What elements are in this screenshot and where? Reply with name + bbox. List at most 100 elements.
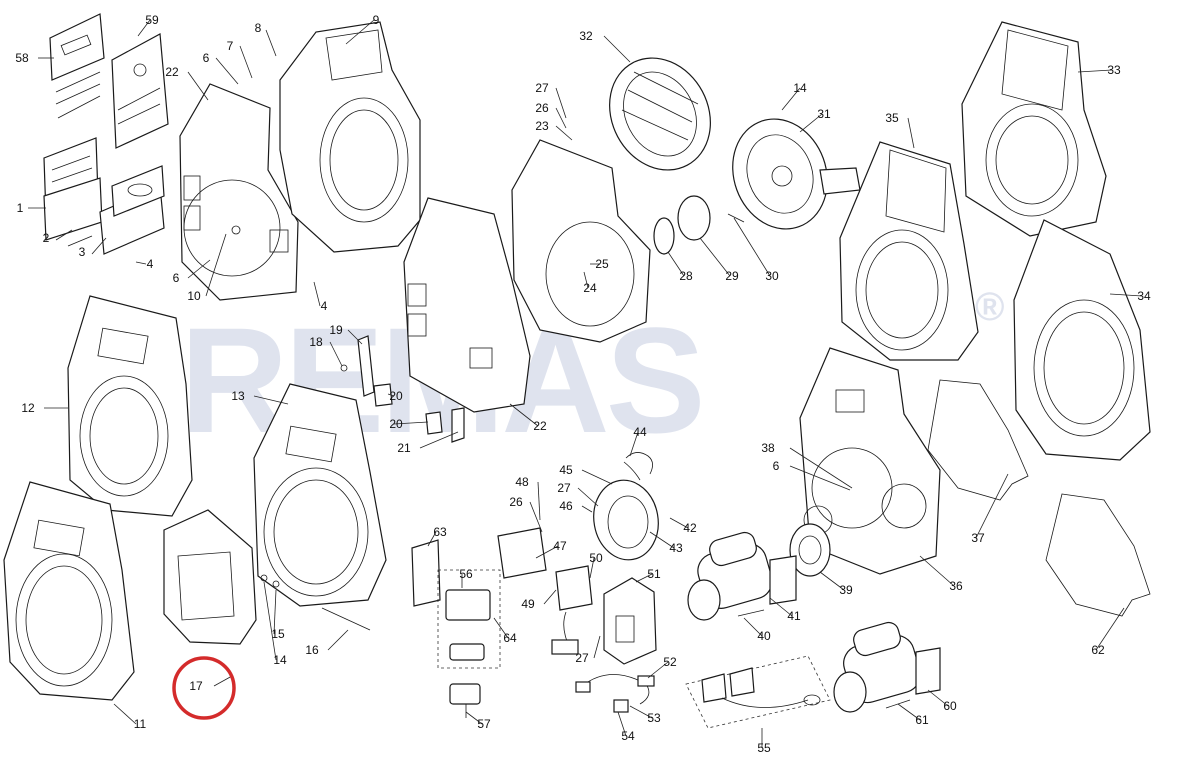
- part-56-63-57-bracket: [411, 539, 501, 718]
- part-37-gasket: [927, 379, 1029, 501]
- part-51-control-box: [603, 577, 657, 665]
- callout-label-33: 33: [1107, 63, 1121, 77]
- callout-label-23: 23: [535, 119, 549, 133]
- part-45-stator: [593, 461, 659, 561]
- part-54-connector: [613, 699, 629, 713]
- part-11-shroud: [3, 481, 135, 701]
- callout-leader-36: [919, 555, 955, 587]
- callout-label-22: 22: [165, 65, 179, 79]
- callout-leader-16: [327, 629, 349, 651]
- callout-leader-26: [555, 107, 567, 129]
- callout-leader-46: [581, 505, 593, 513]
- callout-label-48: 48: [515, 475, 529, 489]
- part-16-bolt: [321, 607, 371, 631]
- callout-leader-8: [265, 29, 277, 57]
- callout-label-57: 57: [477, 717, 491, 731]
- callout-leader-13: [253, 395, 289, 405]
- callout-leader-32: [603, 35, 631, 63]
- callout-leader-24: [583, 271, 589, 289]
- callout-leader-57: [465, 711, 483, 725]
- part-15-washer: [272, 580, 280, 588]
- callout-leader-31: [799, 113, 823, 133]
- callout-leader-37: [975, 473, 1009, 539]
- part-14-washer: [260, 574, 268, 582]
- callout-label-13: 13: [231, 389, 245, 403]
- callout-labels: 5859123476892261041211131514161718192020…: [15, 13, 1151, 755]
- callout-leader-59: [137, 19, 151, 37]
- callout-leader-19: [347, 329, 363, 345]
- callout-label-17: 17: [189, 679, 203, 693]
- callout-leader-10: [205, 233, 227, 297]
- callout-label-18: 18: [309, 335, 323, 349]
- callout-label-61: 61: [915, 713, 929, 727]
- callout-label-36: 36: [949, 579, 963, 593]
- callout-label-9: 9: [373, 13, 380, 27]
- callout-leader-14: [781, 87, 801, 111]
- callout-label-4: 4: [147, 257, 154, 271]
- callout-label-11: 11: [134, 717, 147, 731]
- part-8-9-fan-housing: [279, 21, 421, 253]
- callout-label-63: 63: [433, 525, 447, 539]
- callout-label-32: 32: [579, 29, 593, 43]
- part-60-starter-motor: [833, 621, 941, 713]
- callout-label-27: 27: [535, 81, 549, 95]
- callout-leader-15: [273, 589, 277, 635]
- callout-label-26: 26: [535, 101, 549, 115]
- callout-label-20: 20: [389, 417, 403, 431]
- callout-leader-22: [187, 71, 209, 101]
- callout-leader-40: [743, 617, 763, 637]
- callout-leader-50: [589, 557, 595, 579]
- callout-leader-14: [263, 581, 277, 661]
- part-59-plate: [111, 33, 169, 149]
- callout-label-46: 46: [559, 499, 573, 513]
- callout-leader-23: [555, 125, 573, 141]
- callout-leader-29: [699, 237, 731, 277]
- part-34-shroud: [1013, 219, 1151, 461]
- part-47-49-regulator: [497, 527, 593, 655]
- callout-leader-20: [393, 421, 429, 425]
- highlight-ring-part-17: [172, 656, 236, 720]
- callout-leader-7: [239, 45, 253, 79]
- part-35-shroud: [839, 141, 979, 361]
- part-31-recoil-starter: [732, 118, 861, 230]
- callout-label-6: 6: [203, 51, 210, 65]
- callout-leader-41: [769, 597, 793, 617]
- callout-leader-26: [529, 501, 543, 533]
- callout-leader-4: [313, 281, 321, 307]
- callout-leader-17: [213, 675, 233, 687]
- callout-label-29: 29: [725, 269, 739, 283]
- callout-leader-18: [329, 341, 343, 367]
- part-32-fan-guard: [609, 57, 711, 171]
- callout-label-54: 54: [621, 729, 635, 743]
- callout-label-14: 14: [273, 653, 287, 667]
- part-2-screw: [67, 235, 93, 247]
- callout-label-6: 6: [773, 459, 780, 473]
- callout-leader-51: [635, 573, 653, 583]
- callout-leader-3: [91, 237, 107, 255]
- part-53-connector: [575, 681, 591, 693]
- callout-label-27: 27: [575, 651, 589, 665]
- callout-leader-27: [593, 635, 601, 659]
- callout-label-8: 8: [255, 21, 262, 35]
- callout-leader-34: [1109, 293, 1143, 297]
- callout-leader-45: [581, 469, 613, 485]
- callout-label-22: 22: [533, 419, 547, 433]
- callout-label-41: 41: [787, 609, 801, 623]
- callout-leader-27: [555, 87, 567, 119]
- part-33-shroud: [961, 21, 1107, 237]
- callout-leader-6: [187, 259, 211, 279]
- part-55-cable-set: [685, 655, 831, 729]
- callout-label-42: 42: [683, 521, 697, 535]
- part-22-cover-plate: [179, 83, 299, 301]
- callout-leader-60: [927, 689, 949, 707]
- part-44-wire: [625, 452, 653, 475]
- callout-leader-35: [907, 117, 915, 149]
- callout-leader-61: [897, 703, 921, 721]
- callout-label-24: 24: [583, 281, 597, 295]
- callout-label-35: 35: [885, 111, 899, 125]
- callout-label-53: 53: [647, 711, 661, 725]
- callout-leader-9: [345, 19, 375, 45]
- callout-label-45: 45: [559, 463, 573, 477]
- callout-label-10: 10: [187, 289, 201, 303]
